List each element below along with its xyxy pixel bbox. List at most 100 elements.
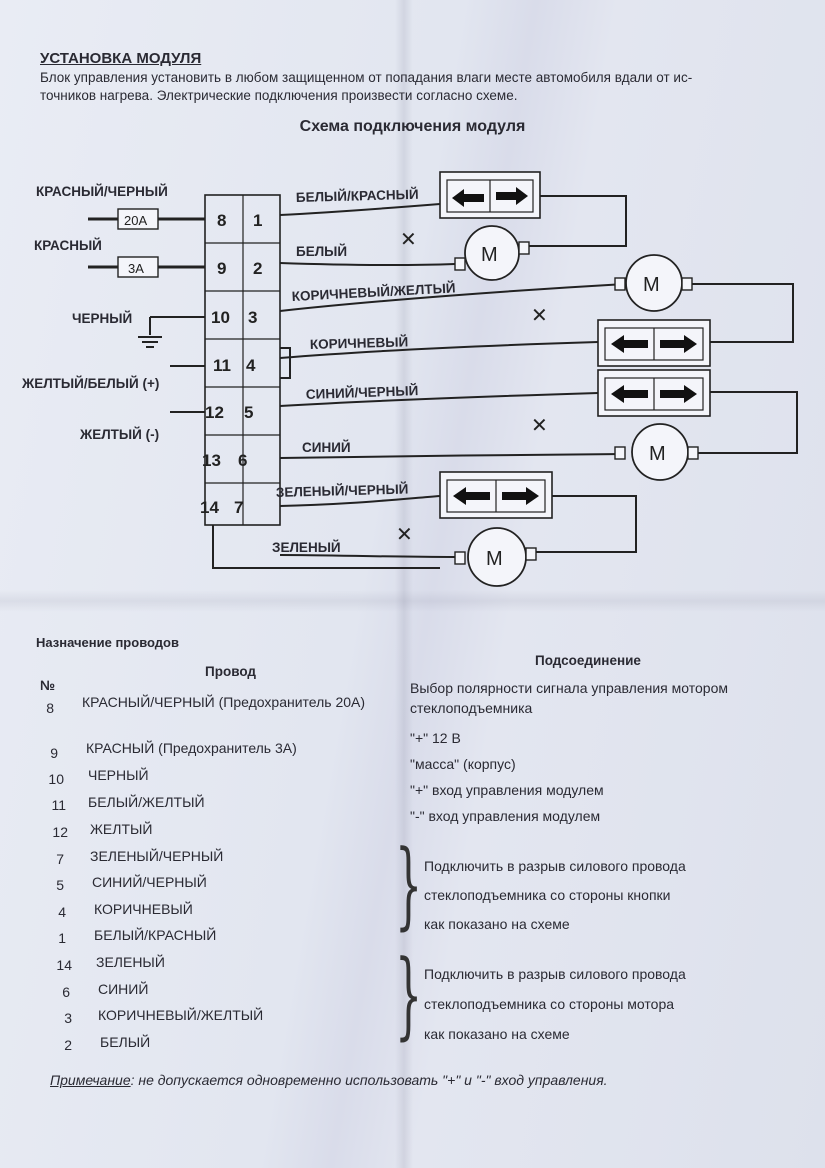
- connection-text: "масса" (корпус): [410, 756, 516, 772]
- connector-pins-left: 8 9 10 11 12 13 14: [200, 211, 231, 517]
- row-wire: КОРИЧНЕВЫЙ: [94, 901, 193, 917]
- motor-label: M: [481, 244, 498, 266]
- motor-4: M: [454, 527, 537, 587]
- row-wire: ЗЕЛЕНЫЙ: [96, 954, 165, 970]
- motor-3: M: [614, 423, 699, 481]
- brace-icon: }: [395, 940, 423, 1050]
- row-number: 3: [64, 1010, 72, 1026]
- pin-10: 10: [211, 308, 230, 327]
- label-brown-yellow: КОРИЧНЕВЫЙ/ЖЕЛТЫЙ: [291, 280, 456, 304]
- motor-label: M: [643, 274, 660, 296]
- window-switch-3: [597, 369, 711, 417]
- pin-13: 13: [202, 451, 221, 470]
- cut-marks: ✕ ✕ ✕ ✕: [396, 229, 548, 546]
- row-number: 5: [56, 877, 64, 893]
- label-yellow: ЖЕЛТЫЙ (-): [79, 427, 159, 442]
- label-blue-black: СИНИЙ/ЧЕРНЫЙ: [306, 383, 419, 402]
- row-number: 14: [56, 957, 72, 973]
- pin-7: 7: [234, 498, 243, 517]
- column-header-wire: Провод: [205, 664, 256, 679]
- cut-mark-icon: ✕: [531, 305, 548, 327]
- fuse-20a: [117, 208, 159, 230]
- label-green-black: ЗЕЛЕНЫЙ/ЧЕРНЫЙ: [276, 482, 409, 500]
- row-wire: БЕЛЫЙ: [100, 1034, 151, 1050]
- pin-8: 8: [217, 211, 226, 230]
- connection-text: "-" вход управления модулем: [410, 808, 601, 824]
- section-title: УСТАНОВКА МОДУЛЯ: [40, 50, 202, 67]
- row-number: 7: [56, 851, 64, 867]
- cut-mark-icon: ✕: [400, 229, 417, 251]
- pin-3: 3: [248, 308, 257, 327]
- label-red-black: КРАСНЫЙ/ЧЕРНЫЙ: [36, 184, 168, 199]
- connection-text: Подключить в разрыв силового провода: [424, 966, 686, 982]
- motor-label: M: [486, 548, 503, 570]
- footnote: Примечание: не допускается одновременно …: [50, 1072, 608, 1088]
- column-header-number: №: [40, 678, 56, 693]
- window-switch-4: [439, 471, 553, 519]
- row-wire: ЖЕЛТЫЙ: [90, 821, 153, 837]
- row-wire: ЧЕРНЫЙ: [88, 767, 149, 783]
- pin-14: 14: [200, 498, 219, 517]
- label-white: БЕЛЫЙ: [296, 244, 347, 259]
- cut-mark-icon: ✕: [531, 415, 548, 437]
- pin-1: 1: [253, 211, 262, 230]
- row-wire: ЗЕЛЕНЫЙ/ЧЕРНЫЙ: [90, 848, 224, 864]
- row-wire: КРАСНЫЙ/ЧЕРНЫЙ (Предохранитель 20А): [82, 694, 366, 710]
- row-wire: КОРИЧНЕВЫЙ/ЖЕЛТЫЙ: [98, 1007, 264, 1023]
- connection-text: Выбор полярности сигнала управления мото…: [410, 680, 728, 696]
- fuse-3a: [117, 256, 159, 278]
- cut-mark-icon: ✕: [396, 524, 413, 546]
- connection-text: стеклоподъемника: [410, 700, 533, 716]
- row-wire: БЕЛЫЙ/КРАСНЫЙ: [94, 927, 217, 943]
- motor-label: M: [649, 443, 666, 465]
- label-brown: КОРИЧНЕВЫЙ: [310, 334, 409, 352]
- row-number: 12: [52, 824, 68, 840]
- label-red: КРАСНЫЙ: [34, 238, 102, 253]
- wires-table-title: Назначение проводов: [36, 635, 179, 650]
- connection-text: "+" 12 В: [410, 730, 461, 746]
- pin-2: 2: [253, 259, 262, 278]
- intro-text-line-1: Блок управления установить в любом защищ…: [40, 70, 693, 85]
- connection-text: как показано на схеме: [424, 916, 570, 932]
- intro-text-line-2: точников нагрева. Электрические подключе…: [40, 88, 518, 103]
- row-number: 10: [48, 771, 64, 787]
- label-yellow-white: ЖЕЛТЫЙ/БЕЛЫЙ (+): [21, 376, 159, 391]
- row-number: 9: [50, 745, 58, 761]
- connection-text: "+" вход управления модулем: [410, 782, 604, 798]
- label-green: ЗЕЛЕНЫЙ: [272, 540, 341, 555]
- row-number: 2: [64, 1037, 72, 1053]
- pin-5: 5: [244, 403, 253, 422]
- motor-1: M: [454, 225, 530, 281]
- paper-fold-horizontal: [0, 590, 825, 612]
- paper-fold-vertical: [395, 0, 413, 1168]
- brace-icon: }: [395, 830, 423, 940]
- fuse-3a-label: 3А: [128, 261, 144, 276]
- label-black: ЧЕРНЫЙ: [72, 311, 132, 326]
- connection-text: стеклоподъемника со стороны мотора: [424, 996, 675, 1012]
- pin-6: 6: [238, 451, 247, 470]
- pin-4: 4: [246, 356, 256, 375]
- row-number: 8: [46, 700, 54, 716]
- column-header-connection: Подсоединение: [535, 653, 641, 668]
- window-switch-2: [597, 319, 711, 367]
- label-white-red: БЕЛЫЙ/КРАСНЫЙ: [296, 187, 419, 205]
- row-number: 1: [58, 930, 66, 946]
- window-switch-1: [439, 171, 541, 219]
- schema-title: Схема подключения модуля: [299, 118, 526, 135]
- connection-text: как показано на схеме: [424, 1026, 570, 1042]
- row-wire: СИНИЙ: [98, 981, 149, 997]
- wiring-diagram: ✕ ✕ ✕ ✕ M: [21, 171, 798, 587]
- pin-9: 9: [217, 259, 226, 278]
- row-number: 4: [58, 904, 66, 920]
- label-blue: СИНИЙ: [302, 440, 351, 455]
- footnote-label: Примечание: [50, 1072, 131, 1088]
- row-wire: БЕЛЫЙ/ЖЕЛТЫЙ: [88, 794, 205, 810]
- pin-11: 11: [213, 356, 231, 375]
- connector-pins-right: 1 2 3 4 5 6 7: [234, 211, 262, 517]
- fuse-20a-label: 20А: [124, 213, 147, 228]
- connection-text: Подключить в разрыв силового провода: [424, 858, 686, 874]
- row-number: 6: [62, 984, 70, 1000]
- row-wire: КРАСНЫЙ (Предохранитель 3А): [86, 740, 297, 756]
- pin-12: 12: [205, 403, 224, 422]
- motor-2: M: [614, 254, 693, 312]
